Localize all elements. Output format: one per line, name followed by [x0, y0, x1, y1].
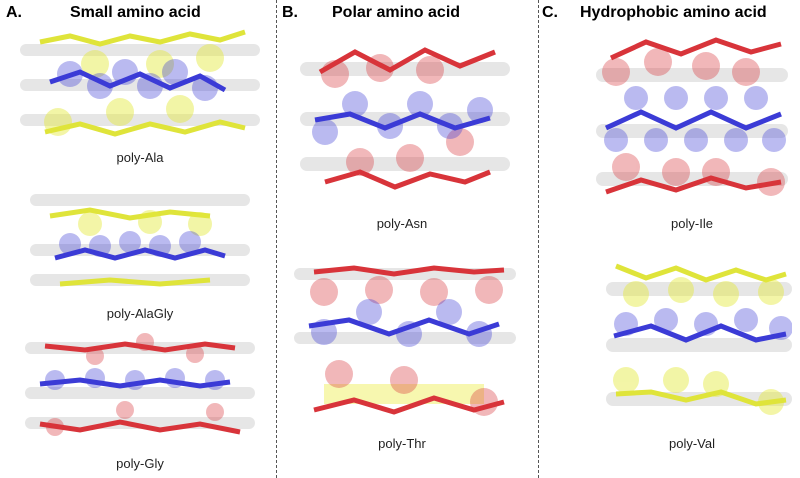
poly-val-structure	[606, 263, 792, 415]
panel-title: Polar amino acid	[332, 4, 461, 21]
caption-poly-asn: poly-Asn	[376, 216, 428, 231]
red-chain-bottom	[605, 175, 782, 195]
yellow-chain-bottom	[44, 119, 246, 137]
panel-hydrophobic-amino-acid: C. Hydrophobic amino acid poly-Ile	[538, 0, 800, 478]
poly-ala-structure	[20, 29, 260, 137]
blue-backbone	[54, 247, 226, 261]
yellow-chain-bottom	[59, 277, 211, 287]
panel-title: Hydrophobic amino acid	[580, 4, 767, 21]
red-chain-bottom	[313, 395, 505, 415]
yellow-chain-top	[39, 29, 246, 47]
caption-poly-gly: poly-Gly	[116, 456, 164, 471]
panel-title: Small amino acid	[70, 4, 201, 21]
poly-asn-structure	[300, 47, 510, 190]
yellow-spheres	[613, 277, 784, 415]
caption-poly-alagly: poly-AlaGly	[106, 306, 174, 321]
yellow-chain-top	[615, 263, 787, 283]
caption-poly-ala: poly-Ala	[116, 150, 164, 165]
blue-backbone	[39, 377, 231, 389]
poly-thr-structure	[294, 265, 516, 416]
yellow-chain-top	[49, 207, 211, 221]
divider-left	[276, 0, 277, 478]
panel-polar-amino-acid: B. Polar amino acid poly-Asn	[272, 0, 538, 478]
poly-ile-structure	[596, 37, 788, 196]
blue-spheres	[57, 59, 218, 101]
panel-letter: B.	[282, 4, 298, 21]
sheet-strands	[606, 282, 792, 406]
divider-right	[538, 0, 539, 478]
red-chain-top	[44, 341, 236, 353]
red-chain-top	[318, 47, 496, 75]
red-chain-top	[313, 265, 505, 277]
yellow-spheres	[78, 210, 212, 236]
blue-backbone	[604, 109, 782, 131]
red-chain-bottom	[39, 419, 241, 435]
red-chain-bottom	[324, 169, 491, 190]
red-chain-top	[609, 37, 782, 61]
caption-poly-val: poly-Val	[668, 436, 715, 451]
blue-spheres	[604, 86, 786, 152]
blue-backbone	[308, 317, 500, 337]
blue-backbone	[49, 69, 227, 93]
poly-alagly-structure	[30, 194, 250, 287]
panel-letter: A.	[6, 4, 22, 21]
caption-poly-ile: poly-Ile	[671, 216, 713, 231]
blue-backbone	[314, 111, 491, 131]
caption-poly-thr: poly-Thr	[378, 436, 426, 451]
panel-small-amino-acid: A. Small amino acid poly-Ala poly-AlaGly	[0, 0, 272, 478]
red-spheres	[46, 333, 224, 436]
red-spheres	[310, 276, 503, 416]
yellow-chain-bottom	[615, 389, 787, 407]
poly-gly-structure	[25, 333, 255, 436]
red-spheres	[321, 54, 474, 176]
blue-backbone	[613, 323, 787, 343]
panel-letter: C.	[542, 4, 558, 21]
